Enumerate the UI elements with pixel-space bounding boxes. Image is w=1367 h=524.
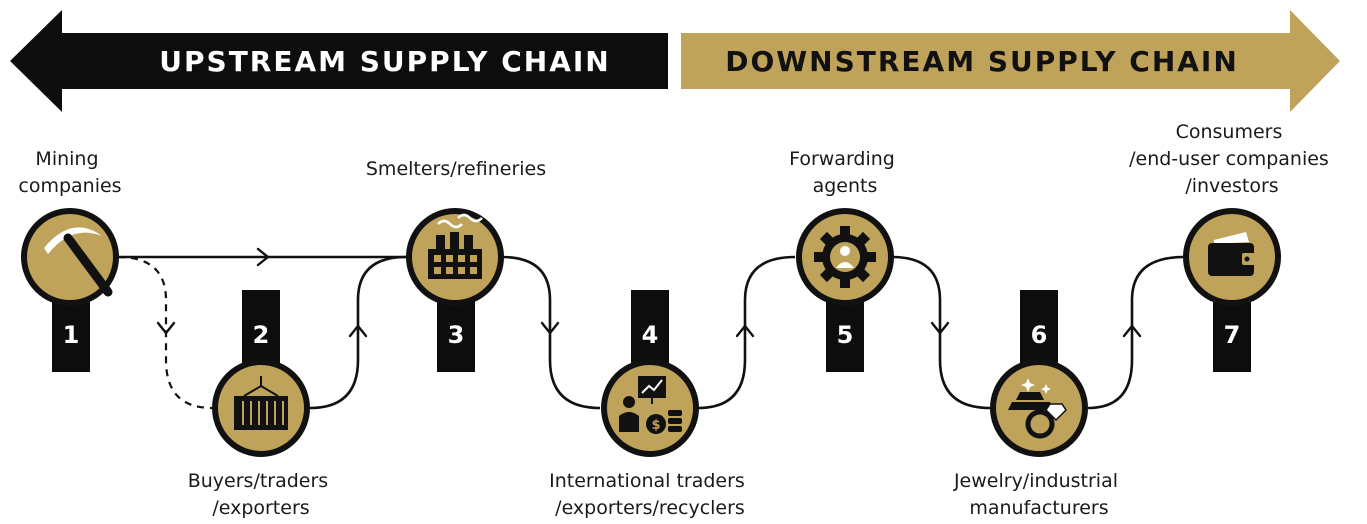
pickaxe-icon [44, 227, 113, 297]
stage-labels: Mining companies Buyers/traders /exporte… [18, 121, 1335, 519]
number-marker-4 [631, 290, 669, 372]
stage-label-7: Consumers /end-user companies /investors [1129, 121, 1335, 197]
stage-label-5: Forwarding agents [789, 148, 901, 197]
stage-number-5: 5 [837, 321, 854, 349]
number-marker-2 [242, 290, 280, 372]
stage-number-4: 4 [642, 321, 659, 349]
upstream-banner: UPSTREAM SUPPLY CHAIN [10, 10, 668, 112]
chevron-up-icon [348, 324, 368, 338]
gold-bars-ring-icon [1008, 378, 1067, 439]
wallet-icon [1208, 232, 1255, 276]
stage-label-6: Jewelry/industrial manufacturers [953, 470, 1124, 519]
flow-5-to-6 [891, 255, 991, 410]
stage-node-3 [406, 208, 504, 306]
gear-person-icon [814, 226, 876, 288]
stage-number-6: 6 [1031, 321, 1048, 349]
stage-label-1: Mining companies [18, 148, 121, 197]
stage-number-3: 3 [448, 321, 465, 349]
stage-node-2 [212, 359, 310, 457]
stage-node-4: $ [601, 359, 699, 457]
upstream-arrow [10, 10, 668, 112]
chevron-down-icon [540, 321, 560, 335]
stage-node-5 [796, 208, 894, 306]
chevron-right-icon [256, 247, 270, 267]
upstream-label: UPSTREAM SUPPLY CHAIN [159, 45, 610, 78]
chevron-down-icon [156, 321, 176, 335]
stage-label-2: Buyers/traders /exporters [188, 470, 335, 519]
chevron-up-icon [735, 324, 755, 338]
stage-node-6 [990, 359, 1088, 457]
stage-node-1 [21, 208, 119, 306]
flow-1-to-2-dashed [117, 255, 213, 410]
stage-number-7: 7 [1224, 321, 1241, 349]
stage-node-7 [1183, 208, 1281, 306]
trader-chart-coins-icon: $ [619, 376, 682, 434]
svg-text:$: $ [651, 418, 660, 433]
chevron-down-icon [930, 321, 950, 335]
number-marker-6 [1020, 290, 1058, 372]
flow-lines [117, 247, 1185, 410]
chevron-up-icon [1122, 324, 1142, 338]
stage-number-2: 2 [253, 321, 270, 349]
flow-4-to-5 [697, 255, 796, 410]
flow-2-to-3 [309, 255, 407, 410]
factory-icon [428, 213, 483, 279]
stage-label-3: Smelters/refineries [366, 158, 546, 180]
downstream-banner: DOWNSTREAM SUPPLY CHAIN [681, 10, 1340, 112]
flow-6-to-7 [1087, 255, 1185, 410]
downstream-arrow [681, 10, 1340, 112]
stage-number-1: 1 [63, 321, 80, 349]
stage-label-4: International traders /exporters/recycle… [549, 470, 751, 519]
shipping-container-icon [234, 376, 288, 430]
downstream-label: DOWNSTREAM SUPPLY CHAIN [725, 45, 1239, 78]
flow-3-to-4 [501, 255, 601, 410]
